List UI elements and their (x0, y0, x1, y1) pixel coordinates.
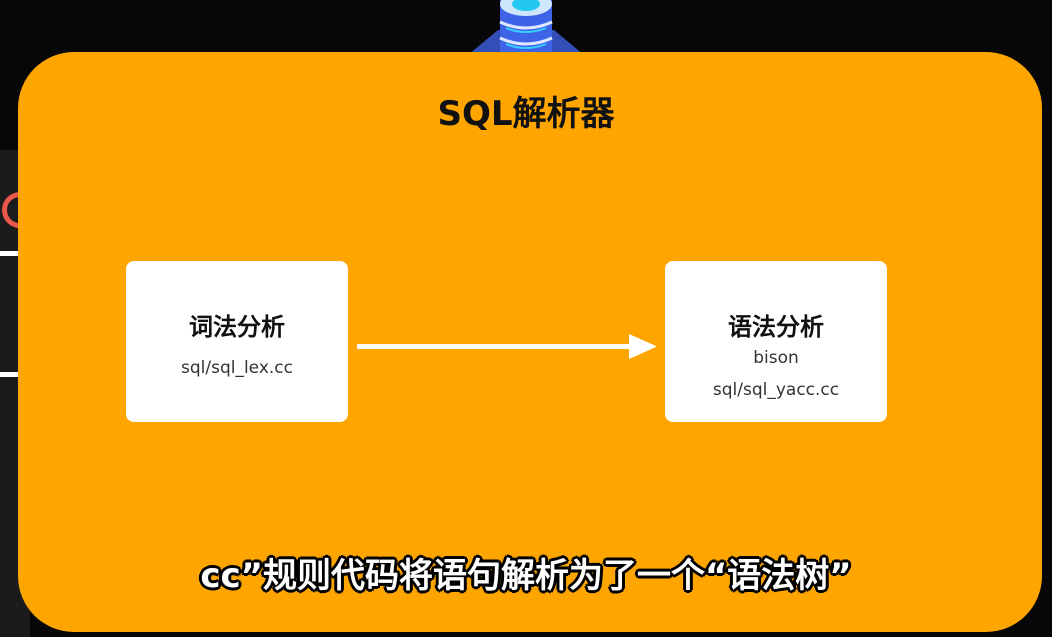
lexical-analysis-node: 词法分析 sql/sql_lex.cc (126, 261, 348, 422)
database-icon (468, 0, 584, 58)
diagram-title: SQL解析器 (437, 94, 615, 134)
node-label: 语法分析 (728, 313, 824, 341)
video-subtitle: cc”规则代码将语句解析为了一个“语法树” (200, 556, 852, 596)
node-detail: sql/sql_yacc.cc (712, 380, 840, 400)
node-detail: bison (753, 348, 799, 368)
syntax-analysis-node: 语法分析 bison sql/sql_yacc.cc (665, 261, 887, 422)
node-detail: sql/sql_lex.cc (180, 358, 293, 378)
divider-line (0, 251, 30, 256)
divider-line (0, 372, 30, 377)
arrow-edge (357, 334, 657, 359)
node-label: 词法分析 (189, 313, 285, 341)
